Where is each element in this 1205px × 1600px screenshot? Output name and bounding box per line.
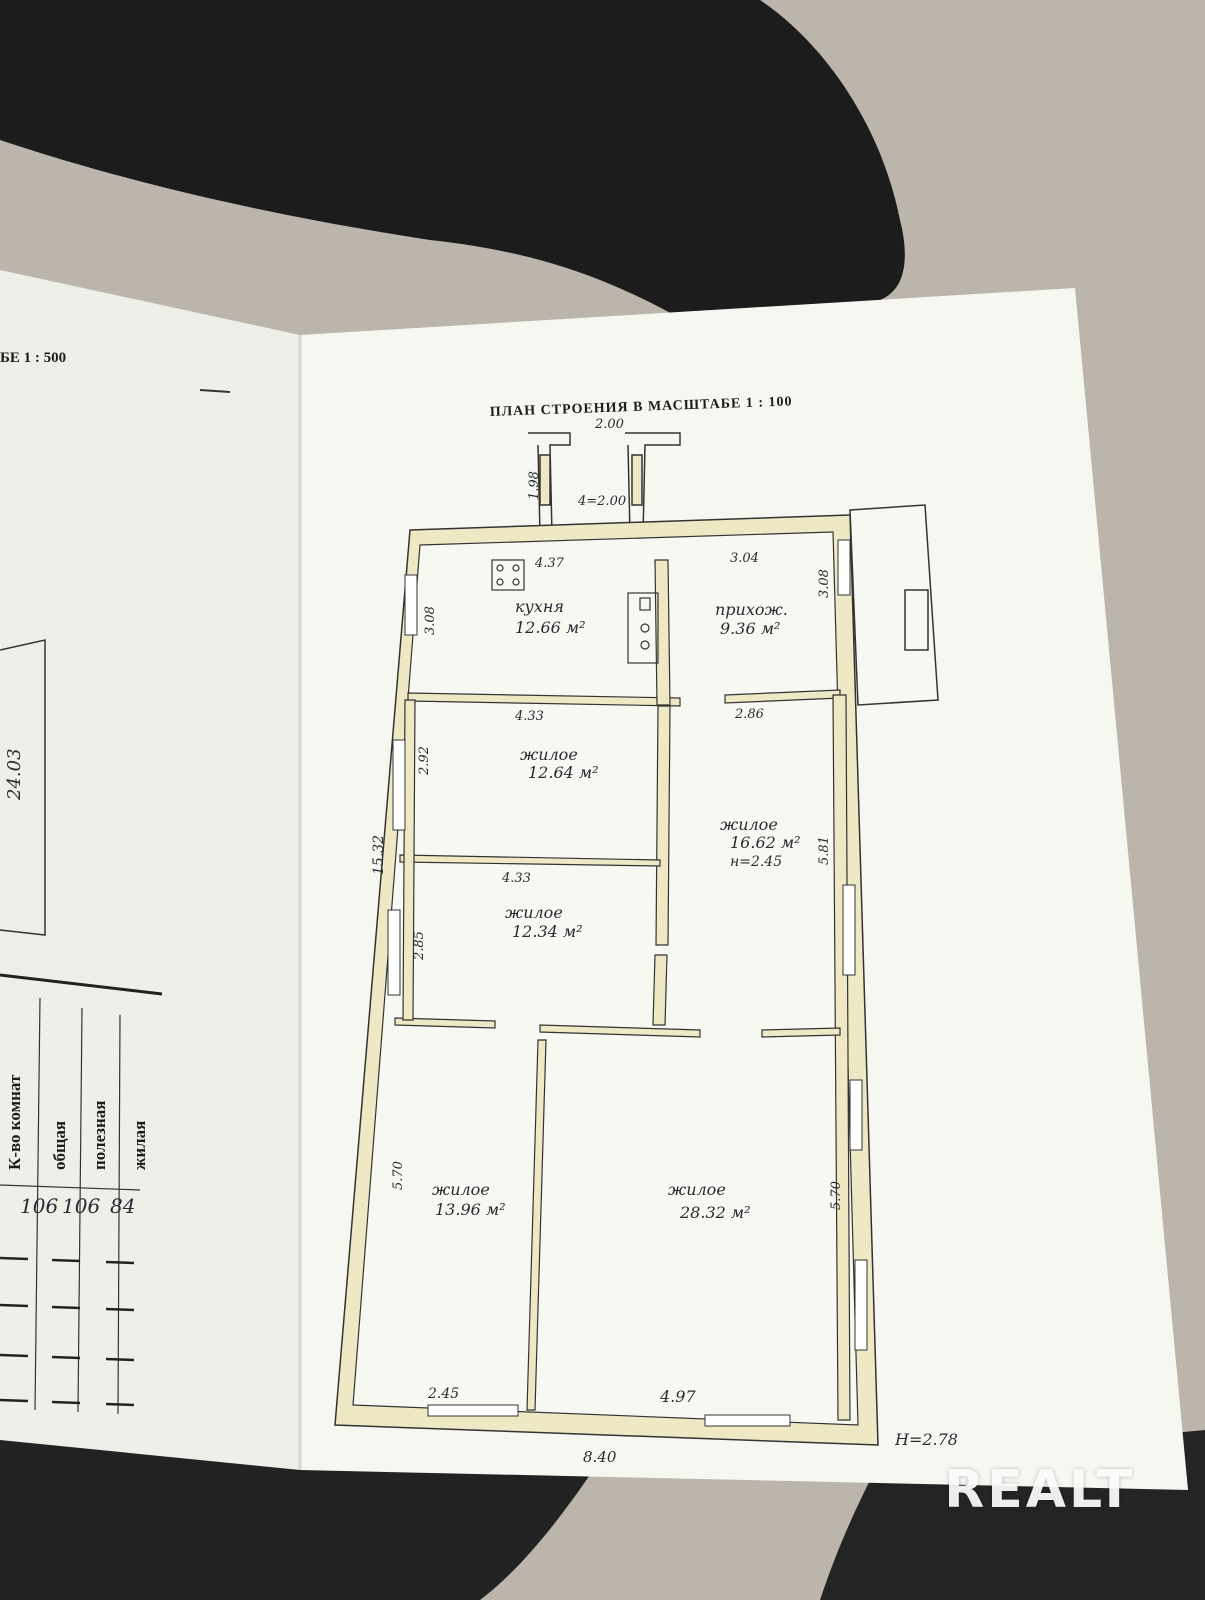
living2-name: жилое <box>720 815 778 834</box>
stove-icon <box>491 559 525 591</box>
porch-top-width: 2.00 <box>594 417 624 432</box>
floor-plan: ПЛАН СТРОЕНИЯ В МАСШТАБЕ 1 : 100 2.00 1.… <box>334 394 958 1466</box>
table-value-total: 106 <box>20 1194 58 1218</box>
hall-height: 3.08 <box>817 569 832 598</box>
realt-watermark: REALT <box>944 1460 1135 1520</box>
interior-walls <box>394 559 851 1421</box>
table-value-living: 84 <box>110 1194 135 1218</box>
living4-area: 13.96 м² <box>435 1200 506 1219</box>
table-value-useful: 106 <box>62 1194 100 1218</box>
room-labels: кухня 12.66 м² 4.37 3.08 прихож. 9.36 м²… <box>371 551 958 1466</box>
kitchen-height: 3.08 <box>423 606 438 635</box>
annex <box>849 504 939 706</box>
living1-height: 2.92 <box>417 746 432 776</box>
kitchen-name: кухня <box>515 597 564 616</box>
living1-name: жилое <box>520 745 578 764</box>
living2-width: 2.86 <box>734 707 764 722</box>
left-scale-title: БЕ 1 : 500 <box>0 350 66 366</box>
hall-area: 9.36 м² <box>720 619 780 638</box>
hall-name: прихож. <box>715 600 788 619</box>
living3-area: 12.34 м² <box>512 922 583 941</box>
kitchen-fixtures <box>491 559 659 664</box>
living3-width: 4.33 <box>501 871 531 886</box>
living1-area: 12.64 м² <box>528 763 599 782</box>
living5-width: 4.97 <box>659 1387 696 1406</box>
living1-width: 4.33 <box>514 709 544 724</box>
left-side-dimension: 24.03 <box>4 748 25 801</box>
living4-name: жилое <box>432 1180 490 1199</box>
hall-width: 3.04 <box>730 551 759 566</box>
living3-height: 2.85 <box>412 931 427 961</box>
ceiling-height: Н=2.78 <box>894 1430 958 1449</box>
overall-height: 15.32 <box>371 835 387 875</box>
living5-name: жилое <box>668 1180 726 1199</box>
table-header-living: жилая <box>130 1121 149 1170</box>
living4-height: 5.70 <box>391 1161 406 1190</box>
kitchen-area: 12.66 м² <box>515 618 586 637</box>
left-page <box>0 270 300 1470</box>
left-page-content: БЕ 1 : 500 24.03 К-во комнат общая полез… <box>0 350 231 1415</box>
sink-icon <box>627 592 659 664</box>
porch-side: 1.98 <box>527 471 542 500</box>
living3-name: жилое <box>505 903 563 922</box>
living5-height: 5.70 <box>829 1181 844 1210</box>
windows <box>387 539 868 1427</box>
porch <box>528 432 681 536</box>
living2-height: 5.81 <box>817 836 832 865</box>
living5-area: 28.32 м² <box>679 1203 751 1222</box>
living4-width: 2.45 <box>427 1386 459 1402</box>
overall-width: 8.40 <box>583 1448 617 1466</box>
table-header-rooms: К-во комнат <box>5 1074 24 1170</box>
living2-ceiling: н=2.45 <box>730 854 782 870</box>
outer-walls <box>334 514 879 1446</box>
living2-area: 16.62 м² <box>730 833 801 852</box>
kitchen-width: 4.37 <box>534 556 565 571</box>
table-header-useful: полезная <box>90 1101 109 1170</box>
porch-area: 4=2.00 <box>577 494 626 509</box>
table-header-total: общая <box>50 1121 69 1170</box>
